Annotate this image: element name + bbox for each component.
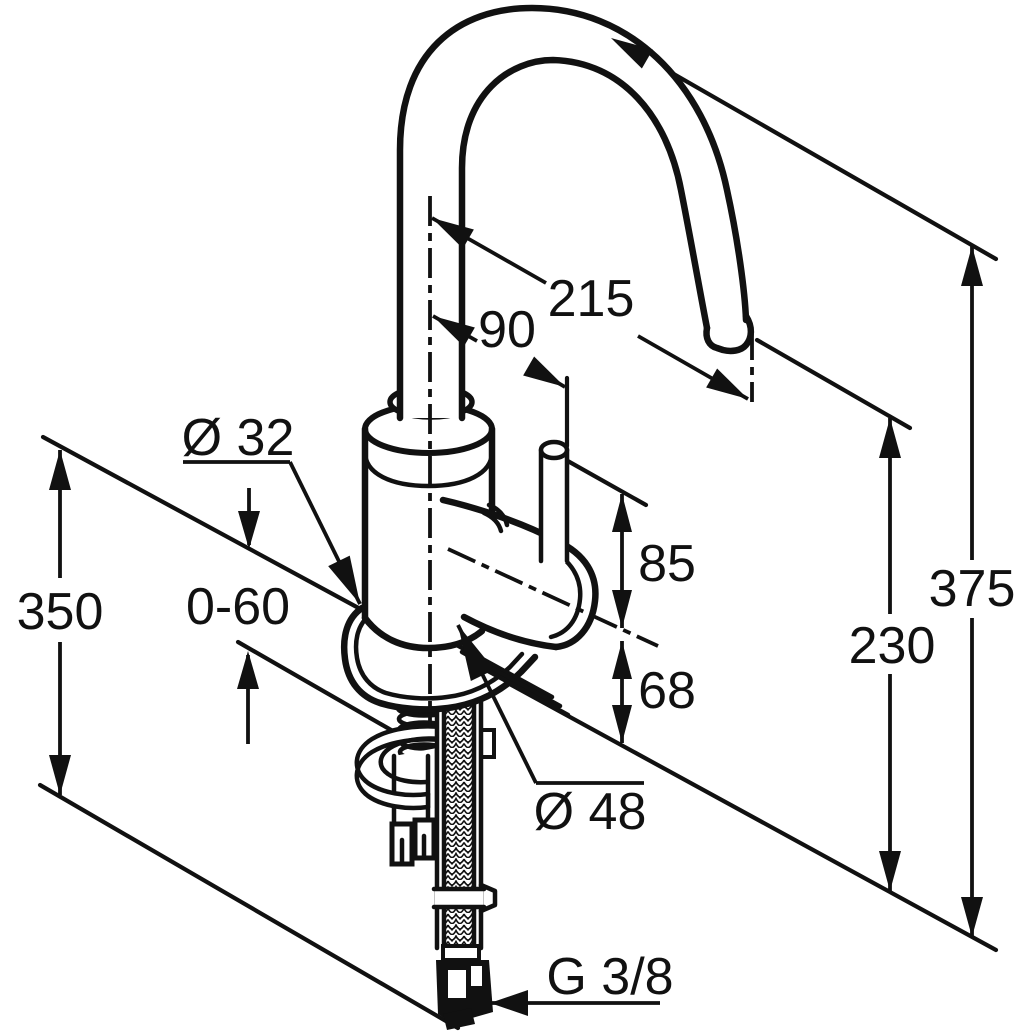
dim-label-pin-height: 85 bbox=[638, 535, 696, 593]
arrowhead-icon bbox=[238, 511, 260, 549]
arrowhead-icon bbox=[612, 641, 632, 679]
dim-label-hose-length: 350 bbox=[17, 583, 104, 641]
arrowhead-icon bbox=[49, 450, 71, 490]
dim-label-spout-reach: 215 bbox=[548, 270, 635, 328]
dim-label-outlet-height: 230 bbox=[849, 617, 936, 675]
hose-band bbox=[431, 882, 498, 914]
arrowhead-icon bbox=[523, 356, 565, 387]
hose-fitting bbox=[436, 944, 493, 1030]
arrowhead-icon bbox=[611, 38, 653, 69]
arrowhead-icon bbox=[433, 316, 475, 347]
arrowhead-icon bbox=[961, 246, 983, 286]
arrowhead-icon bbox=[879, 851, 901, 891]
faucet bbox=[341, 4, 755, 718]
handle bbox=[439, 496, 599, 651]
arrowhead-icon bbox=[612, 494, 632, 532]
arrowhead-icon bbox=[612, 705, 632, 743]
dimension-labels: 215 90 Ø 32 0-60 350 85 68 230 375 Ø 48 … bbox=[17, 270, 1016, 1006]
dim-label-overall-height: 375 bbox=[929, 560, 1016, 618]
centerlines bbox=[428, 196, 754, 726]
arrowhead-icon bbox=[328, 555, 360, 604]
arrowhead-icon bbox=[458, 625, 495, 682]
dim-label-lever-pin-offset: 90 bbox=[478, 301, 536, 359]
lever-pin bbox=[538, 439, 570, 564]
dim-label-base-diameter: Ø 48 bbox=[534, 783, 647, 841]
mounting-hardware bbox=[354, 651, 498, 1030]
arrowhead-icon bbox=[490, 990, 528, 1016]
arrowhead-icon bbox=[237, 651, 259, 689]
dim-label-hose-thread: G 3/8 bbox=[546, 948, 673, 1006]
dim-label-deck-thickness: 0-60 bbox=[186, 578, 290, 636]
dim-label-handle-axis-height: 68 bbox=[638, 662, 696, 720]
arrowhead-icon bbox=[961, 897, 983, 937]
arrowhead-icon bbox=[879, 418, 901, 458]
arrowhead-icon bbox=[432, 218, 474, 249]
arrowhead-icon bbox=[612, 590, 632, 628]
arrowhead-icon bbox=[49, 755, 71, 795]
dimension-arrows bbox=[49, 38, 983, 1016]
dim-label-tap-hole-diameter: Ø 32 bbox=[182, 409, 295, 467]
arrowhead-icon bbox=[706, 368, 748, 399]
spout bbox=[396, 4, 755, 422]
